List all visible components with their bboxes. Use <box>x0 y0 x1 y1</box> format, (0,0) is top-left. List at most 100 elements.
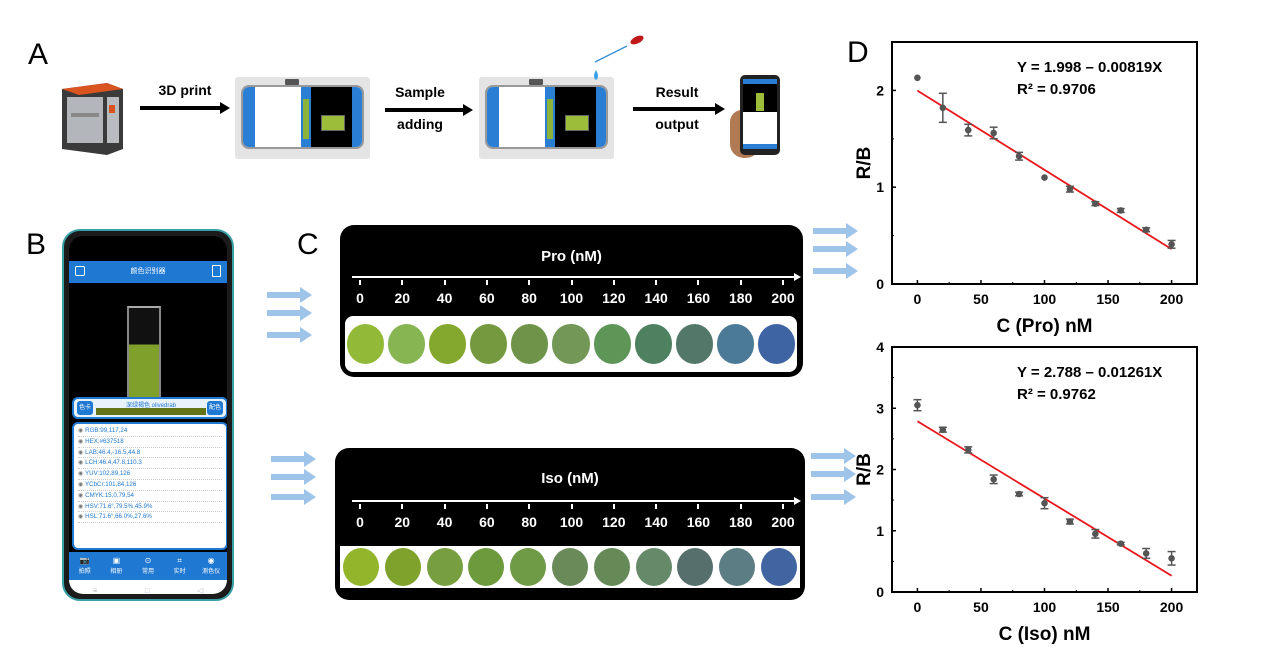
data-point <box>1015 152 1023 160</box>
tick-label: 160 <box>686 290 711 306</box>
axis-tick <box>443 280 446 285</box>
bottom-tab-bar: 📷拍照 ▣相册 ⊙常用 ⌗ 实时 ◉ 测色仪 <box>69 552 227 580</box>
eye-icon: ◉ <box>207 556 215 565</box>
axis-tick <box>612 504 615 509</box>
x-axis-label: C (Iso) nM <box>999 624 1091 645</box>
x-tick-label: 150 <box>1096 599 1120 615</box>
tick-label: 180 <box>729 514 753 530</box>
arrow-result-output <box>633 103 725 115</box>
concentration-axis <box>352 497 801 505</box>
x-tick-label: 200 <box>1160 599 1184 615</box>
data-point <box>1092 530 1099 538</box>
r-squared: R² = 0.9706 <box>1017 81 1096 98</box>
flow-arrow-icon <box>271 451 316 467</box>
color-swatch-140nM <box>634 324 672 364</box>
axis-tick <box>359 280 361 285</box>
tick-label: 160 <box>686 514 711 530</box>
color-swatch-40nM <box>429 324 467 364</box>
strip-title: Pro (nM) <box>541 248 602 265</box>
x-tick-label: 50 <box>973 599 989 615</box>
save-icon[interactable] <box>212 265 221 277</box>
flow-arrow-icon <box>813 263 858 279</box>
color-swatch-200nM <box>761 548 798 586</box>
color-swatch-200nM <box>757 324 795 364</box>
tab-label: 实时 <box>173 569 186 575</box>
tick-label: 200 <box>771 290 795 306</box>
tick-label: 40 <box>436 290 453 306</box>
x-tick-label: 0 <box>914 599 922 615</box>
color-swatch-120nM <box>593 548 630 586</box>
match-color-button[interactable]: 配色 <box>207 401 223 415</box>
common-icon: ⊙ <box>144 556 152 565</box>
dropper-icon <box>594 35 644 80</box>
flow-arrow-icon <box>267 287 312 303</box>
tab-label: 测色仪 <box>202 569 221 575</box>
data-point <box>1142 226 1150 234</box>
data-point <box>1066 518 1074 525</box>
x-axis-label: C (Pro) nM <box>996 316 1092 337</box>
tab-label: 相册 <box>110 569 123 575</box>
y-tick-label: 4 <box>876 339 884 355</box>
axis-tick <box>528 280 531 285</box>
color-swatch-100nM <box>552 324 590 364</box>
y-tick-label: 2 <box>876 462 884 478</box>
data-point <box>939 426 947 433</box>
tick-label: 120 <box>602 290 626 306</box>
menu-icon[interactable]: ≡ <box>92 585 98 595</box>
fit-line <box>916 89 1173 250</box>
r-squared: R² = 0.9762 <box>1017 386 1096 403</box>
detection-device-with-sample-image <box>479 77 614 159</box>
axis-tick <box>739 504 742 509</box>
color-swatch-40nM <box>426 548 463 586</box>
tick-label: 20 <box>394 290 411 306</box>
step-label-3d-print: 3D print <box>158 82 212 98</box>
x-tick-label: 200 <box>1160 291 1184 307</box>
realtime-icon: ⌗ <box>177 556 182 565</box>
data-point <box>964 446 972 454</box>
axis-tick <box>570 280 573 285</box>
back-icon[interactable]: ◁ <box>197 585 204 595</box>
x-tick-label: 0 <box>914 291 922 307</box>
camera-icon: 📷 <box>79 556 90 565</box>
image-icon[interactable] <box>75 266 85 276</box>
smartphone-result-image <box>740 75 780 155</box>
tab-colorimeter[interactable]: ◉ 测色仪 <box>195 552 227 580</box>
tab-realtime[interactable]: ⌗ 实时 <box>164 552 196 580</box>
fit-equation: Y = 2.788 – 0.01261X <box>1017 364 1162 381</box>
x-tick-label: 50 <box>973 291 989 307</box>
axis-tick <box>485 504 488 509</box>
axis-tick <box>401 280 404 285</box>
data-point <box>990 476 997 483</box>
color-card-button[interactable]: 色卡 <box>77 401 93 415</box>
detection-device-image <box>235 77 370 159</box>
app-title-bar: 颜色识别器 <box>69 261 227 283</box>
tick-label: 0 <box>356 290 364 306</box>
smartphone-app-screenshot: 颜色识别器 色卡 深绿褐色 olivedrab 配色 RGB:99,117,24… <box>62 229 234 601</box>
axis-tick <box>485 280 488 285</box>
3d-printer-icon <box>57 77 127 157</box>
arrow-3d-print <box>140 102 230 114</box>
flow-arrow-icon <box>271 469 316 485</box>
cuvette-image <box>127 306 161 401</box>
data-point <box>1041 174 1048 181</box>
flow-arrow-icon <box>813 223 858 239</box>
fit-equation: Y = 1.998 – 0.00819X <box>1017 59 1162 76</box>
data-point <box>1117 540 1125 547</box>
home-icon[interactable]: □ <box>144 585 150 595</box>
list-item: HSL:71.6°,66.0%,27.6% <box>78 512 222 524</box>
axis-tick <box>697 280 700 285</box>
color-swatch-160nM <box>675 324 713 364</box>
list-item: YUV:102,89,126 <box>78 469 222 480</box>
data-point <box>914 74 921 82</box>
flow-arrow-icon <box>811 448 856 464</box>
tab-common[interactable]: ⊙常用 <box>132 552 164 580</box>
tick-label: 140 <box>644 290 668 306</box>
app-title: 颜色识别器 <box>130 268 166 275</box>
color-swatch-60nM <box>470 324 508 364</box>
tab-photo[interactable]: 📷拍照 <box>69 552 101 580</box>
axis-tick <box>697 504 700 509</box>
color-swatch-20nM <box>384 548 421 586</box>
tab-album[interactable]: ▣相册 <box>101 552 133 580</box>
flow-arrow-icon <box>813 241 858 257</box>
